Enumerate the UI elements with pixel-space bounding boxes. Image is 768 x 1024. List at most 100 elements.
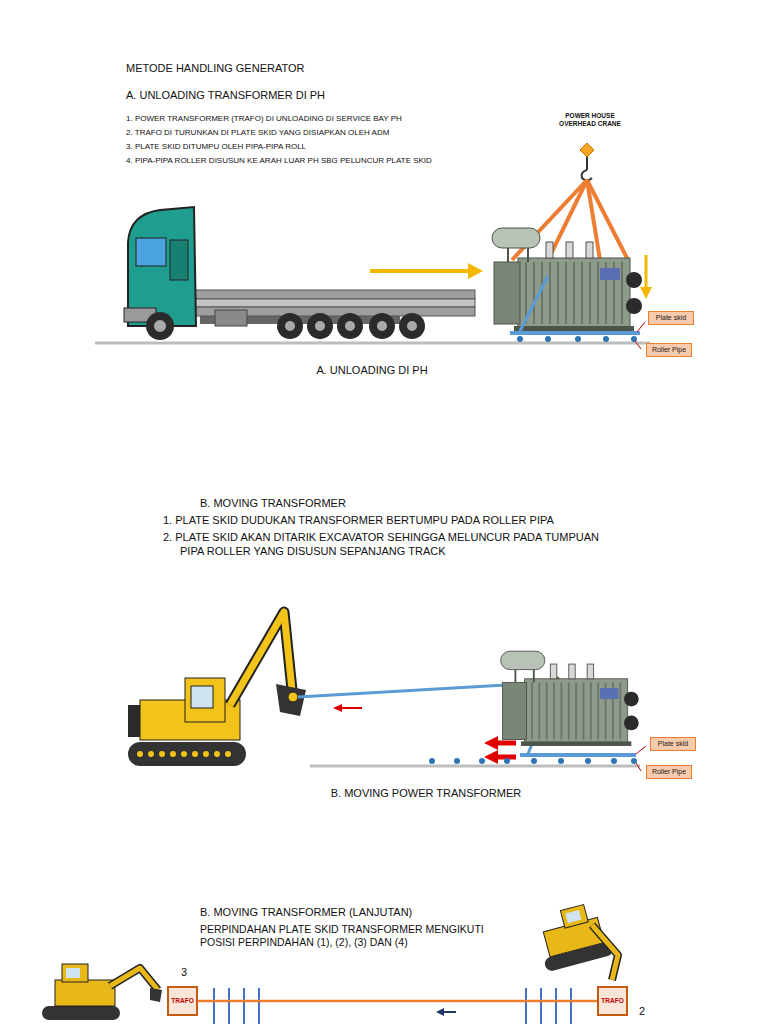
direction-arrow — [468, 263, 483, 279]
excavator — [288, 692, 298, 702]
truck — [136, 238, 166, 266]
excavator — [592, 925, 618, 980]
plate-skid — [504, 758, 510, 764]
step-text: 1. POWER TRANSFORMER (TRAFO) DI UNLOADIN… — [126, 114, 560, 124]
excavator — [170, 751, 176, 757]
callout-number: 3 — [176, 966, 192, 980]
plate-skid — [429, 746, 646, 771]
excavator — [565, 910, 581, 923]
truck — [369, 313, 395, 339]
callout-tag: Plate skid — [650, 737, 696, 751]
excavator — [110, 968, 158, 990]
plate-skid — [558, 758, 564, 764]
plate-skid — [517, 336, 637, 342]
excavator — [137, 751, 143, 757]
excavator — [225, 751, 231, 757]
pull-cable — [484, 750, 498, 764]
truck — [315, 321, 325, 331]
node-text: TRAFO — [171, 997, 193, 1004]
truck — [195, 299, 475, 307]
figure-caption: B. MOVING POWER TRANSFORMER — [326, 787, 526, 801]
excavator — [150, 988, 162, 1002]
excavator — [181, 751, 187, 757]
overhead-crane — [582, 157, 592, 181]
plate-skid — [611, 758, 617, 764]
direction-arrow — [640, 287, 652, 299]
truck — [195, 290, 475, 299]
direction-arrow — [645, 255, 648, 289]
roller-pipe-row — [540, 988, 542, 1024]
callout-tag: Plate skid — [648, 311, 694, 325]
direction-arrow — [370, 269, 470, 273]
plate-skid — [603, 336, 609, 342]
plate-skid — [517, 336, 523, 342]
excavator — [192, 751, 198, 757]
figure-caption: A. UNLOADING DI PH — [272, 364, 472, 378]
roller-pipe-row — [555, 988, 557, 1024]
roller-pipe-row — [213, 988, 215, 1024]
plate-skid — [545, 336, 551, 342]
step-text: 1. PLATE SKID DUDUKAN TRANSFORMER BERTUM… — [163, 514, 620, 528]
pull-cable — [333, 704, 342, 712]
excavator — [137, 751, 231, 757]
overhead-crane — [580, 143, 594, 157]
transformer — [492, 228, 642, 331]
direction-arrow — [436, 1008, 444, 1016]
excavator — [185, 678, 225, 722]
truck — [345, 321, 355, 331]
crane-label: POWER HOUSE OVERHEAD CRANE — [555, 112, 625, 128]
roller-pipe-row — [570, 988, 572, 1024]
roller-pipe-row — [258, 988, 260, 1024]
roller-pipe-row — [243, 988, 245, 1024]
ground-line — [95, 343, 650, 766]
pull-cable — [496, 741, 516, 746]
truck — [215, 310, 247, 326]
truck — [146, 312, 425, 340]
excavator — [203, 751, 209, 757]
node-text: TRAFO — [601, 997, 623, 1004]
excavator — [42, 964, 162, 1020]
node-text: Roller Pipe — [652, 346, 686, 354]
excavator — [128, 612, 306, 766]
plate-skid — [520, 276, 548, 331]
truck — [277, 313, 303, 339]
excavator — [560, 904, 588, 928]
direction-arrow — [436, 1008, 456, 1016]
truck — [170, 240, 188, 280]
callout-tag: Roller Pipe — [646, 343, 692, 357]
excavator — [532, 900, 618, 980]
roller-pipe-row — [228, 988, 230, 1024]
excavator — [592, 925, 618, 980]
truck — [285, 321, 295, 331]
plate-skid — [510, 331, 640, 335]
excavator — [148, 751, 154, 757]
plate-skid — [520, 753, 636, 757]
callout-number: 2 — [634, 1005, 650, 1019]
plate-skid — [631, 336, 637, 342]
node-text: Plate skid — [658, 740, 688, 748]
step-text: 3. PLATE SKID DITUMPU OLEH PIPA-PIPA ROL… — [126, 142, 560, 152]
page-title: METODE HANDLING GENERATOR — [126, 62, 526, 76]
plate-skid — [429, 758, 435, 764]
section-heading: B. MOVING TRANSFORMER (LANJUTAN) — [200, 906, 520, 920]
pull-cable — [340, 707, 362, 709]
excavator — [42, 1006, 120, 1020]
plate-skid — [429, 758, 637, 764]
node-text: Plate skid — [656, 314, 686, 322]
excavator — [191, 686, 213, 708]
excavator — [62, 964, 88, 982]
truck — [146, 312, 174, 340]
plate-skid — [531, 758, 537, 764]
excavator — [214, 751, 220, 757]
truck — [154, 320, 166, 332]
excavator — [66, 968, 80, 978]
roller-pipe-row — [525, 988, 527, 1024]
plate-skid — [635, 341, 641, 349]
transformer — [501, 651, 639, 746]
plate-skid — [636, 746, 646, 754]
truck — [377, 321, 387, 331]
pull-cable — [484, 736, 498, 750]
